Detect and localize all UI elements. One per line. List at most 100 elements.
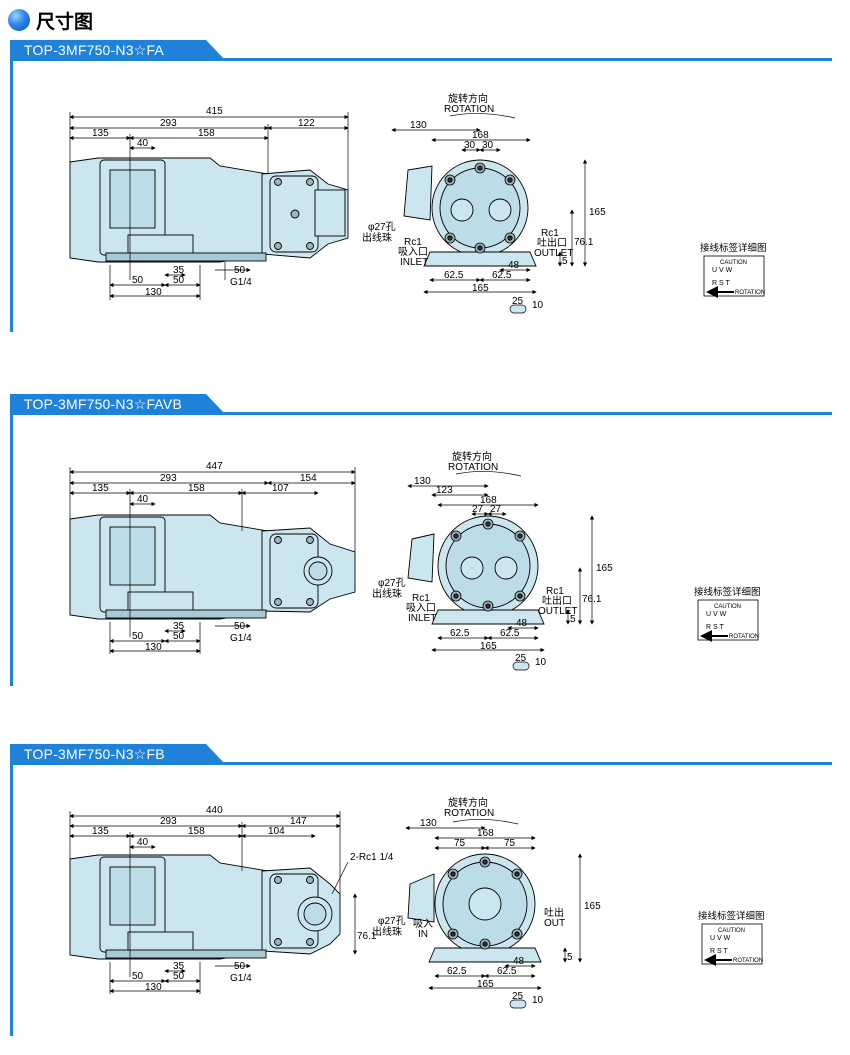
dim-293: 293 — [160, 118, 177, 129]
dim-5: 5 — [562, 256, 568, 267]
dim-165v: 165 — [584, 901, 601, 912]
inlet-en: INLET — [408, 613, 436, 624]
dim-25: 25 — [512, 296, 524, 307]
dim-75b: 75 — [504, 838, 516, 849]
dim-135: 135 — [92, 128, 109, 139]
section-left-rule — [10, 60, 13, 332]
dim-165h: 165 — [477, 979, 494, 990]
dim-130: 130 — [145, 982, 162, 993]
section-rule — [10, 58, 832, 61]
dim-50a: 50 — [132, 631, 144, 642]
section-header-bar: TOP-3MF750-N3☆FB — [10, 744, 832, 766]
wiring-label-detail: 接线标签详细图 CAUTION U V W R S T ROTATION — [700, 242, 767, 298]
cable-label: 出线珠 — [372, 587, 402, 600]
inlet-en: INLET — [400, 257, 428, 268]
inlet-cn: 吸入口 — [398, 247, 428, 258]
section-rule — [10, 412, 832, 415]
page-header: 尺寸图 — [8, 8, 93, 33]
dim-165h: 165 — [480, 641, 497, 652]
section-fb: TOP-3MF750-N3☆FB — [10, 744, 832, 1036]
dim-right: 122 — [298, 118, 315, 129]
dim-165h: 165 — [472, 283, 489, 294]
outlet-cn: 吐出 — [544, 906, 564, 919]
dim-48: 48 — [508, 260, 520, 271]
dim-30a: 30 — [464, 140, 476, 151]
section-tab — [10, 40, 225, 60]
dim-168: 168 — [472, 130, 489, 141]
section-title: TOP-3MF750-N3☆FB — [24, 746, 165, 762]
dim-130: 130 — [414, 476, 431, 487]
dim-27a: 27 — [472, 504, 484, 515]
dim-62-5b: 62.5 — [492, 270, 512, 281]
dim-40: 40 — [137, 494, 149, 505]
dim-123: 123 — [436, 485, 453, 496]
dim-right: 154 — [300, 473, 317, 484]
pump-front-view — [407, 515, 545, 625]
section-left-rule — [10, 764, 13, 1036]
thread-g14: G1/4 — [230, 973, 252, 984]
dim-165v: 165 — [596, 563, 613, 574]
dim-5: 5 — [567, 952, 573, 963]
dim-10: 10 — [532, 995, 544, 1006]
pump-front-view — [407, 853, 542, 963]
rotation-cn: 旋转方向 — [448, 796, 488, 809]
dim-50a: 50 — [132, 275, 144, 286]
wiring-uvw: U V W — [712, 267, 733, 274]
front-dimension-labels: 旋转方向 ROTATION 130 168 75 75 165 5 φ27孔 出… — [372, 796, 601, 1006]
rotation-cn: 旋转方向 — [452, 450, 492, 463]
section-title: TOP-3MF750-N3☆FA — [24, 42, 164, 58]
wiring-rotation: ROTATION — [733, 958, 763, 964]
dim-293: 293 — [160, 816, 177, 827]
pump-front-view — [403, 159, 537, 267]
front-dimension-lines — [407, 471, 595, 671]
dim-50a: 50 — [132, 971, 144, 982]
dim-62-5a: 62.5 — [447, 966, 467, 977]
front-dimension-labels: 旋转方向 ROTATION 130 168 30 30 165 76.1 5 φ… — [362, 92, 606, 311]
front-dimension-lines — [391, 113, 588, 314]
dim-130: 130 — [410, 120, 427, 131]
dim-10: 10 — [535, 657, 547, 668]
wiring-rotation: ROTATION — [735, 290, 765, 296]
dimension-drawing: 415 293 135 158 122 40 35 50 50 50 130 G… — [69, 92, 767, 314]
dim-75a: 75 — [454, 838, 466, 849]
dim-135: 135 — [92, 483, 109, 494]
outlet-cn: 吐出口 — [542, 594, 572, 607]
wiring-caution: CAUTION — [720, 260, 747, 266]
dim-27b: 27 — [490, 504, 502, 515]
dim-right2: 107 — [272, 483, 289, 494]
side-dimension-lines — [69, 112, 349, 300]
dim-158: 158 — [188, 826, 205, 837]
dim-50b: 50 — [173, 631, 185, 642]
section-rule — [10, 762, 832, 765]
dim-130: 130 — [145, 642, 162, 653]
wiring-caution: CAUTION — [714, 604, 741, 610]
wiring-uvw: U V W — [706, 611, 727, 618]
dim-50b: 50 — [173, 971, 185, 982]
rotation-en: ROTATION — [448, 462, 498, 473]
dim-35: 35 — [173, 961, 185, 972]
thread-g14: G1/4 — [230, 633, 252, 644]
dim-40: 40 — [137, 837, 149, 848]
dim-30b: 30 — [482, 140, 494, 151]
side-dimension-lines — [69, 811, 358, 994]
section-title: TOP-3MF750-N3☆FAVB — [24, 396, 183, 412]
cable-label: 出线珠 — [372, 925, 402, 938]
dim-5: 5 — [570, 614, 576, 625]
inlet-cn: 吸入口 — [406, 603, 436, 614]
dim-35: 35 — [173, 621, 185, 632]
rc-in: Rc1 — [404, 237, 422, 248]
side-dimension-lines — [69, 467, 356, 654]
section-tab — [10, 744, 225, 764]
cable-label: 出线珠 — [362, 231, 392, 244]
dim-25: 25 — [515, 653, 527, 664]
wiring-title: 接线标签详细图 — [700, 242, 767, 254]
dim-62-5a: 62.5 — [444, 270, 464, 281]
dim-76: 76.1 — [582, 594, 602, 605]
dim-50c: 50 — [234, 265, 246, 276]
wiring-rst: R S T — [712, 280, 730, 287]
hole-label: φ27孔 — [368, 221, 396, 233]
section-header-bar: TOP-3MF750-N3☆FA — [10, 40, 832, 62]
dim-168: 168 — [477, 828, 494, 839]
wiring-label-detail: 接线标签详细图 CAUTION U V W R S T ROTATION — [698, 910, 765, 966]
dim-293: 293 — [160, 473, 177, 484]
